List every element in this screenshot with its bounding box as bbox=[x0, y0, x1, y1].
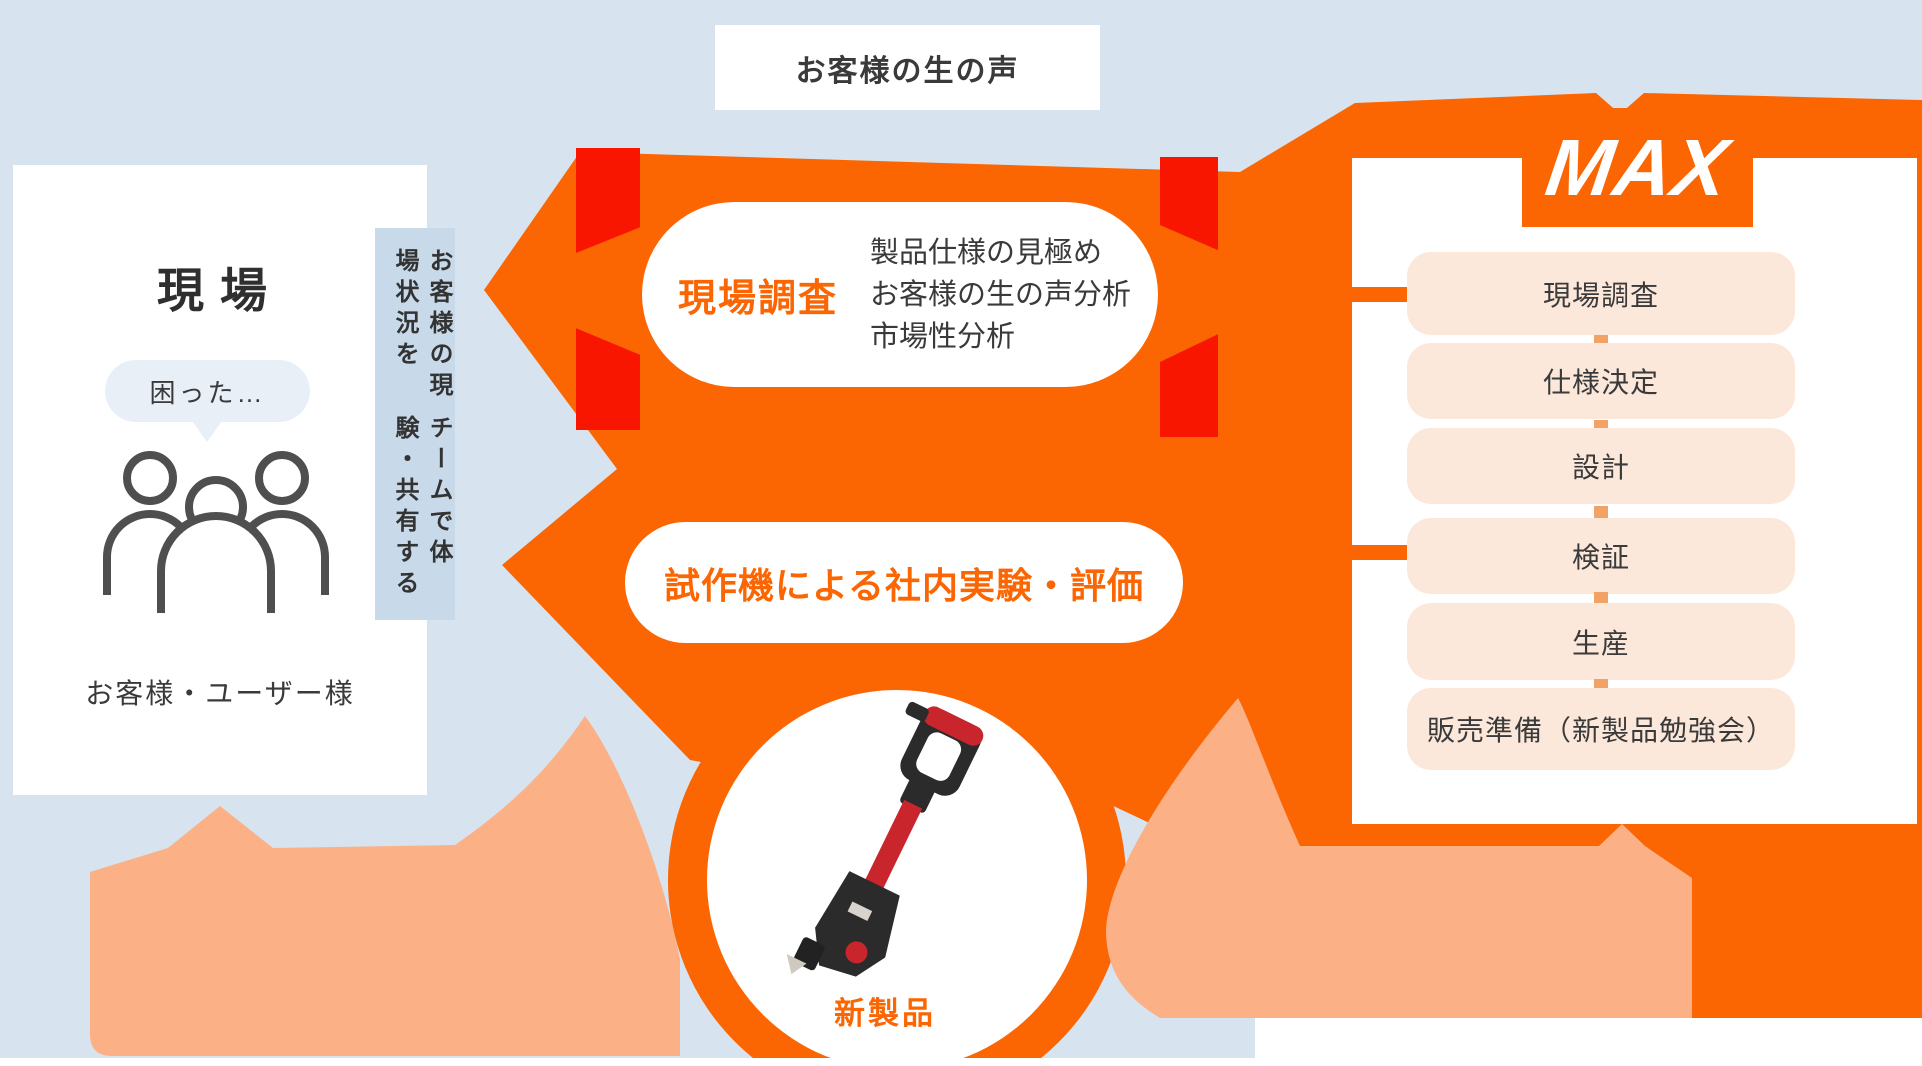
team-share-line2: チームで体験・共有する bbox=[391, 415, 452, 602]
survey-detail-item: 市場性分析 bbox=[870, 320, 1016, 353]
step-verification: 検証 bbox=[1407, 518, 1795, 594]
step-spec-decision: 仕様決定 bbox=[1407, 343, 1795, 419]
three-people-outline-icon bbox=[103, 451, 329, 613]
customer-voice-label: お客様の生の声 bbox=[795, 54, 1020, 88]
verification-connector-bar bbox=[1352, 545, 1407, 560]
step-site-survey: 現場調査 bbox=[1407, 252, 1795, 335]
rebar-tier-product-image bbox=[786, 701, 984, 977]
max-logo-tab: MAX bbox=[1522, 108, 1753, 227]
site-title: 現場 bbox=[157, 264, 283, 317]
survey-detail-item: お客様の生の声分析 bbox=[870, 278, 1132, 311]
team-share-strip: お客様の現場状況を チームで体験・共有する bbox=[375, 228, 455, 620]
max-logo: MAX bbox=[1540, 122, 1735, 212]
new-product-label: 新製品 bbox=[834, 996, 936, 1031]
ground-white-strip bbox=[0, 1058, 1922, 1066]
product-circle bbox=[707, 690, 1087, 1066]
orange-overlay-right bbox=[1160, 225, 1310, 362]
site-survey-pill: 現場調査 製品仕様の見極め お客様の生の声分析 市場性分析 bbox=[642, 202, 1158, 387]
prototype-test-pill: 試作機による社内実験・評価 bbox=[625, 522, 1183, 643]
step-gap-square bbox=[1594, 592, 1608, 606]
site-survey-label: 現場調査 bbox=[678, 278, 839, 320]
step-design: 設計 bbox=[1407, 428, 1795, 504]
speech-bubble-tail-icon bbox=[190, 418, 224, 442]
survey-connector-bar bbox=[1352, 287, 1407, 302]
speech-bubble: 困った… bbox=[105, 360, 310, 422]
customer-voice-banner: お客様の生の声 bbox=[715, 25, 1100, 110]
site-caption: お客様・ユーザー様 bbox=[85, 678, 355, 709]
site-survey-details: 製品仕様の見極め お客様の生の声分析 市場性分析 bbox=[870, 232, 1131, 358]
orange-overlay-left bbox=[484, 226, 643, 356]
step-production: 生産 bbox=[1407, 603, 1795, 680]
step-gap-square bbox=[1594, 506, 1608, 520]
survey-detail-item: 製品仕様の見極め bbox=[870, 236, 1103, 269]
salmon-arrow-right bbox=[1106, 698, 1692, 1018]
team-share-line1: お客様の現場状況を bbox=[391, 248, 452, 403]
salmon-arrow-left bbox=[90, 716, 680, 1056]
ground-white-right bbox=[1255, 1015, 1922, 1066]
speech-bubble-text: 困った… bbox=[149, 377, 266, 408]
step-sales-prep: 販売準備（新製品勉強会） bbox=[1407, 688, 1795, 770]
prototype-test-label: 試作機による社内実験・評価 bbox=[664, 564, 1144, 606]
